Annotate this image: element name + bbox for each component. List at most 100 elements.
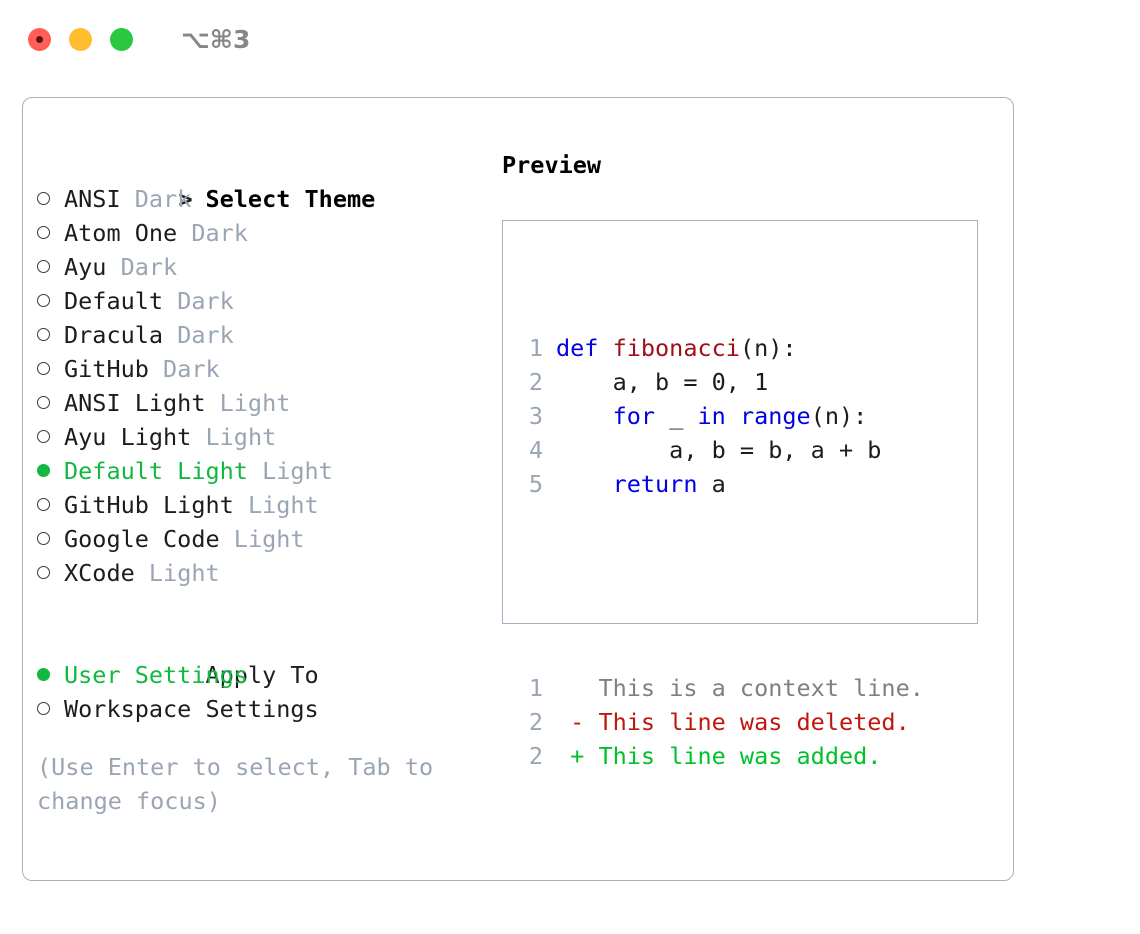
radio-unselected-icon[interactable] bbox=[37, 488, 64, 522]
theme-list-item[interactable]: ANSI Light Light bbox=[37, 386, 492, 420]
radio-unselected-icon[interactable] bbox=[37, 284, 64, 318]
code-token: a, b = b, a + b bbox=[556, 436, 882, 464]
radio-unselected-icon[interactable] bbox=[37, 250, 64, 284]
code-token: return bbox=[612, 470, 698, 498]
help-hint-text: (Use Enter to select, Tab to change focu… bbox=[37, 753, 448, 815]
theme-name-label: Ayu Light bbox=[64, 423, 192, 451]
theme-list-item[interactable]: Default Dark bbox=[37, 284, 492, 318]
bullet-glyph bbox=[37, 532, 50, 545]
theme-variant-tag: Light bbox=[148, 559, 220, 587]
radio-selected-icon[interactable] bbox=[37, 658, 64, 692]
diff-text: This line was deleted. bbox=[598, 708, 910, 736]
radio-unselected-icon[interactable] bbox=[37, 182, 64, 216]
theme-variant-tag: Light bbox=[262, 457, 333, 485]
theme-name-label: Atom One bbox=[64, 219, 178, 247]
bullet-glyph bbox=[37, 192, 50, 205]
maximize-button-icon[interactable] bbox=[110, 27, 133, 51]
theme-name-label: GitHub bbox=[64, 355, 149, 383]
theme-list-item[interactable]: Atom One Dark bbox=[37, 216, 492, 250]
theme-name-label: Default Light bbox=[64, 457, 248, 485]
theme-name-label: Dracula bbox=[64, 321, 164, 349]
keyboard-shortcut-label: ⌥⌘3 bbox=[181, 24, 251, 54]
bullet-glyph bbox=[37, 464, 50, 477]
diff-marker: + bbox=[556, 742, 599, 770]
bullet-glyph bbox=[37, 668, 50, 681]
line-number: 2 bbox=[528, 708, 543, 736]
line-number: 5 bbox=[528, 470, 543, 498]
radio-unselected-icon[interactable] bbox=[37, 692, 64, 726]
apply-to-header: oApply To bbox=[37, 624, 492, 689]
diff-sample: 1 This is a context line.2 - This line w… bbox=[517, 671, 924, 773]
radio-unselected-icon[interactable] bbox=[37, 386, 64, 420]
theme-list-item[interactable]: Default Light Light bbox=[37, 454, 492, 488]
bullet-glyph bbox=[37, 702, 50, 715]
theme-name-label: GitHub Light bbox=[64, 491, 234, 519]
theme-name-label: ANSI Light bbox=[64, 389, 206, 417]
radio-unselected-icon[interactable] bbox=[37, 216, 64, 250]
line-number: 2 bbox=[528, 742, 543, 770]
diff-line: 2 + This line was added. bbox=[517, 739, 924, 773]
bullet-glyph bbox=[37, 226, 50, 239]
apply-to-option[interactable]: Workspace Settings bbox=[37, 692, 492, 726]
code-token: for bbox=[612, 402, 656, 430]
theme-list-item[interactable]: Dracula Dark bbox=[37, 318, 492, 352]
theme-variant-tag: Dark bbox=[177, 321, 234, 349]
code-token: def bbox=[556, 334, 613, 362]
diff-text: This is a context line. bbox=[598, 674, 924, 702]
radio-unselected-icon[interactable] bbox=[37, 352, 64, 386]
bullet-glyph bbox=[37, 396, 50, 409]
diff-marker: - bbox=[556, 708, 599, 736]
close-button-icon[interactable] bbox=[28, 27, 51, 51]
theme-list-item[interactable]: ANSI Dark bbox=[37, 182, 492, 216]
line-number: 2 bbox=[528, 368, 543, 396]
code-token: a bbox=[697, 470, 726, 498]
apply-to-label: User Settings bbox=[64, 661, 248, 689]
code-token: a, b = 0, 1 bbox=[556, 368, 769, 396]
code-blank-line bbox=[517, 569, 924, 603]
theme-variant-tag: Light bbox=[233, 525, 305, 553]
code-token: (n): bbox=[810, 402, 868, 430]
theme-list-item[interactable]: XCode Light bbox=[37, 556, 492, 590]
theme-name-label: Default bbox=[64, 287, 164, 315]
theme-variant-tag: Light bbox=[205, 423, 277, 451]
theme-variant-tag: Dark bbox=[120, 253, 178, 281]
window-controls bbox=[28, 27, 133, 51]
theme-list-item[interactable]: Ayu Light Light bbox=[37, 420, 492, 454]
code-line: 4 a, b = b, a + b bbox=[517, 433, 924, 467]
radio-unselected-icon[interactable] bbox=[37, 556, 64, 590]
radio-selected-icon[interactable] bbox=[37, 454, 64, 488]
list-spacer bbox=[37, 590, 492, 624]
line-number: 4 bbox=[528, 436, 543, 464]
minimize-button-icon[interactable] bbox=[69, 27, 92, 51]
theme-list-item[interactable]: GitHub Light Light bbox=[37, 488, 492, 522]
bullet-glyph bbox=[37, 328, 50, 341]
theme-name-label: ANSI bbox=[64, 185, 121, 213]
radio-unselected-icon[interactable] bbox=[37, 420, 64, 454]
theme-variant-tag: Dark bbox=[177, 287, 234, 315]
code-token: fibonacci bbox=[612, 334, 740, 362]
bullet-glyph bbox=[37, 294, 50, 307]
bullet-glyph bbox=[37, 498, 50, 511]
theme-list-item[interactable]: Google Code Light bbox=[37, 522, 492, 556]
theme-variant-tag: Dark bbox=[191, 219, 248, 247]
bullet-glyph bbox=[37, 260, 50, 273]
apply-to-label: Workspace Settings bbox=[64, 695, 319, 723]
theme-variant-tag: Light bbox=[247, 491, 319, 519]
title-bar: ⌥⌘3 bbox=[0, 0, 1140, 78]
theme-list-item[interactable]: GitHub Dark bbox=[37, 352, 492, 386]
apply-to-option[interactable]: User Settings bbox=[37, 658, 492, 692]
theme-list-item[interactable]: Ayu Dark bbox=[37, 250, 492, 284]
theme-name-label: Ayu bbox=[64, 253, 107, 281]
line-number: 3 bbox=[528, 402, 543, 430]
radio-unselected-icon[interactable] bbox=[37, 522, 64, 556]
radio-unselected-icon[interactable] bbox=[37, 318, 64, 352]
bullet-glyph bbox=[37, 362, 50, 375]
